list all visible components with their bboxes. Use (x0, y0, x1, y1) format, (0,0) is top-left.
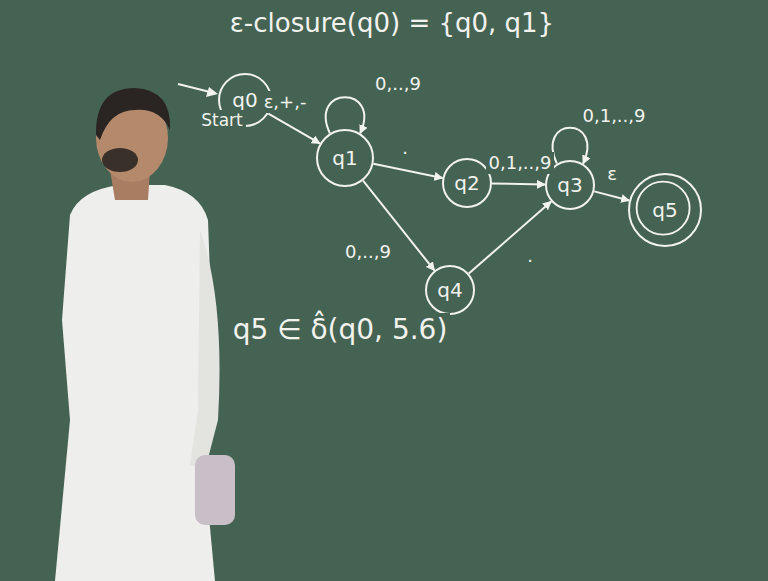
state-circle: q4 (425, 265, 475, 315)
start-label: Start (198, 110, 246, 130)
self-loop (553, 128, 588, 164)
transition-arrow (469, 201, 551, 273)
state-name: q3 (557, 173, 582, 197)
transition-arrow (373, 164, 442, 178)
transition-label: . (399, 137, 411, 159)
state-name: q5 (652, 198, 677, 222)
transition-label: ε (604, 163, 620, 185)
transition-label: 0,1,..,9 (486, 152, 555, 174)
state-name: q1 (332, 146, 357, 170)
transition-label: 0,..,9 (372, 73, 424, 95)
lecturer-figure (55, 88, 235, 581)
state-name: q0 (232, 88, 257, 112)
state-name: q2 (454, 171, 479, 195)
transition-arrow (268, 114, 320, 144)
start-arrow (178, 84, 218, 97)
transition-arrow (492, 183, 545, 184)
transition-label: . (524, 245, 536, 267)
chalk-note: q5 ∈ δ̂(q0, 5.6) (230, 313, 451, 347)
transition-label: ε,+,- (261, 91, 310, 113)
state-name: q4 (437, 278, 462, 302)
transition-label: 0,1,..,9 (580, 105, 649, 127)
transition-label: 0,..,9 (342, 241, 394, 263)
chalk-note: ε-closure(q0) = {q0, q1} (227, 8, 557, 39)
state-circle: q2 (442, 158, 492, 208)
accept-state: q5 (628, 173, 702, 247)
state-circle: q1 (316, 129, 374, 187)
transition-arrow (594, 191, 629, 200)
self-loop (326, 97, 365, 133)
